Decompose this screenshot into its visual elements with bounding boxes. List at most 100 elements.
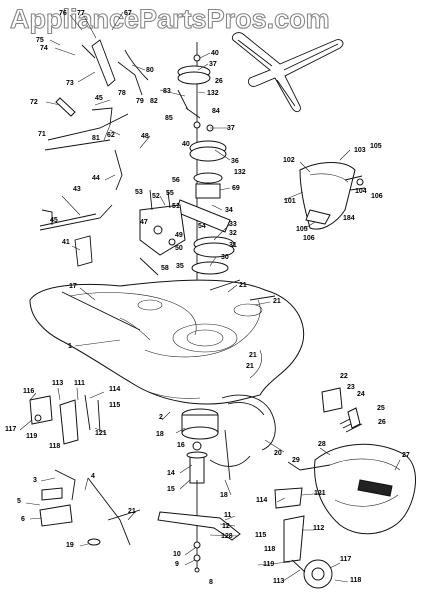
callout-118: 118: [264, 546, 275, 553]
callout-15: 15: [167, 486, 175, 493]
grass-chute: [314, 443, 416, 535]
callout-105: 105: [370, 143, 382, 150]
callout-52: 52: [152, 193, 160, 200]
callout-78: 78: [118, 90, 126, 97]
callout-80: 80: [146, 67, 154, 74]
callout-72: 72: [30, 99, 38, 106]
callout-21: 21: [246, 363, 254, 370]
callout-19: 19: [66, 542, 74, 549]
callout-85: 85: [165, 115, 173, 122]
callout-56: 56: [172, 177, 180, 184]
callout-22: 22: [340, 373, 348, 380]
callout-21: 21: [249, 352, 257, 359]
callout-106: 106: [371, 193, 383, 200]
callout-75: 75: [36, 37, 44, 44]
callout-29: 29: [292, 457, 300, 464]
callout-36: 36: [231, 158, 239, 165]
callout-35: 35: [176, 263, 184, 270]
callout-40: 40: [211, 50, 219, 57]
callout-40: 40: [182, 141, 190, 148]
idler-bracket: [139, 189, 186, 276]
callout-47: 47: [140, 219, 148, 226]
callout-114: 114: [109, 386, 120, 393]
callout-105: 105: [296, 226, 308, 233]
callout-119: 119: [263, 561, 274, 568]
callout-50: 50: [175, 245, 183, 252]
callout-labels: 76 77 67 75 74 40 37 80 73 26 78 83 132 …: [5, 10, 410, 586]
callout-45: 45: [50, 217, 58, 224]
left-wheel-bracket: [29, 394, 101, 445]
callout-184: 184: [343, 215, 355, 222]
mower-deck: [29, 279, 305, 405]
callout-81: 81: [92, 135, 100, 142]
callout-21: 21: [239, 282, 247, 289]
callout-53: 53: [135, 189, 143, 196]
callout-77: 77: [77, 10, 85, 17]
callout-32: 32: [229, 230, 237, 237]
callout-112: 112: [313, 525, 324, 532]
callout-26: 26: [215, 78, 223, 85]
callout-51: 51: [172, 203, 180, 210]
callout-121: 121: [95, 430, 107, 437]
callout-14: 14: [167, 470, 175, 477]
callout-6: 6: [21, 516, 25, 523]
callout-49: 49: [175, 232, 183, 239]
callout-21: 21: [128, 508, 136, 515]
callout-24: 24: [357, 391, 365, 398]
callout-115: 115: [109, 402, 120, 409]
callout-11: 11: [224, 512, 232, 519]
callout-18: 18: [156, 431, 164, 438]
callout-48: 48: [141, 133, 149, 140]
leader-lines: [19, 11, 401, 583]
callout-5: 5: [17, 498, 21, 505]
callout-28: 28: [318, 441, 326, 448]
callout-30: 30: [221, 254, 229, 261]
callout-33: 33: [229, 221, 237, 228]
callout-69: 69: [232, 185, 240, 192]
callout-67: 67: [124, 10, 132, 17]
callout-71: 71: [38, 131, 46, 138]
callout-41: 41: [62, 239, 70, 246]
callout-132: 132: [234, 169, 246, 176]
height-adjust-hardware: [287, 387, 363, 471]
callout-62: 62: [107, 132, 115, 139]
callout-45: 45: [95, 95, 103, 102]
callout-27: 27: [402, 452, 410, 459]
callout-44: 44: [92, 175, 100, 182]
callout-117: 117: [340, 556, 351, 563]
callout-21: 21: [273, 298, 281, 305]
callout-8: 8: [209, 579, 213, 586]
callout-23: 23: [347, 384, 355, 391]
callout-18: 18: [220, 492, 228, 499]
callout-106: 106: [303, 235, 315, 242]
gauge-wheel-assembly: [274, 487, 333, 589]
discharge-shield: [299, 162, 366, 230]
callout-102: 102: [283, 157, 295, 164]
lift-linkage: [39, 39, 149, 267]
callout-132: 132: [207, 90, 219, 97]
pulley-stack: [175, 42, 235, 280]
callout-55: 55: [166, 190, 174, 197]
lower-left-hardware: [39, 469, 141, 546]
belt-guard-arm: [209, 394, 276, 481]
callout-104: 104: [355, 188, 367, 195]
callout-34: 34: [225, 207, 233, 214]
callout-118: 118: [350, 577, 361, 584]
callout-2: 2: [159, 414, 163, 421]
callout-128: 128: [221, 533, 233, 540]
blade-spindle: [157, 408, 241, 573]
watermark-text: AppliancePartsPros.com: [10, 4, 330, 34]
callout-58: 58: [161, 265, 169, 272]
callout-37: 37: [209, 61, 217, 68]
callout-4: 4: [91, 473, 95, 480]
callout-25: 25: [377, 405, 385, 412]
callout-43: 43: [73, 186, 81, 193]
callout-73: 73: [66, 80, 74, 87]
callout-54: 54: [198, 223, 206, 230]
callout-16: 16: [177, 442, 185, 449]
callout-17: 17: [69, 283, 77, 290]
callout-79: 79: [136, 98, 144, 105]
callout-12: 12: [222, 523, 230, 530]
